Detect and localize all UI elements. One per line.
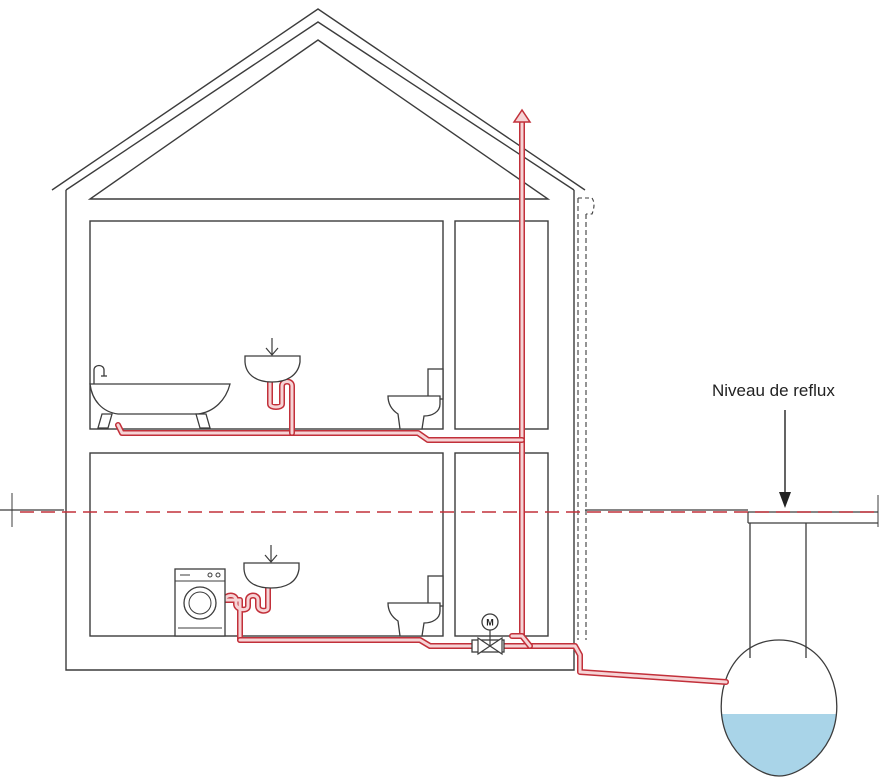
toilet-icon: [387, 575, 444, 637]
backflow-level-label: Niveau de reflux: [712, 381, 835, 400]
washbasin-icon: [243, 545, 300, 589]
sewer-water: [721, 714, 837, 776]
upper-room: [89, 220, 444, 430]
ground-line: [0, 493, 879, 527]
toilet-icon: [387, 368, 444, 430]
rain-downspout: [577, 197, 595, 640]
sewer-main: [720, 639, 838, 777]
motor-label: M: [486, 618, 494, 628]
sewer-manhole: [749, 523, 807, 658]
vent-arrow-icon: [512, 108, 532, 123]
upper-stair-shaft: [454, 220, 549, 430]
house-structure: [51, 8, 586, 671]
washbasin-icon: [244, 338, 301, 383]
drain-pipes: [115, 117, 729, 685]
lower-stair-shaft: [454, 452, 549, 637]
washing-machine-icon: [174, 568, 226, 637]
motorized-backflow-valve-icon: M: [471, 613, 505, 656]
downward-arrow-icon: [779, 410, 791, 508]
bathtub-icon: [89, 364, 231, 429]
lower-room: [89, 452, 444, 637]
